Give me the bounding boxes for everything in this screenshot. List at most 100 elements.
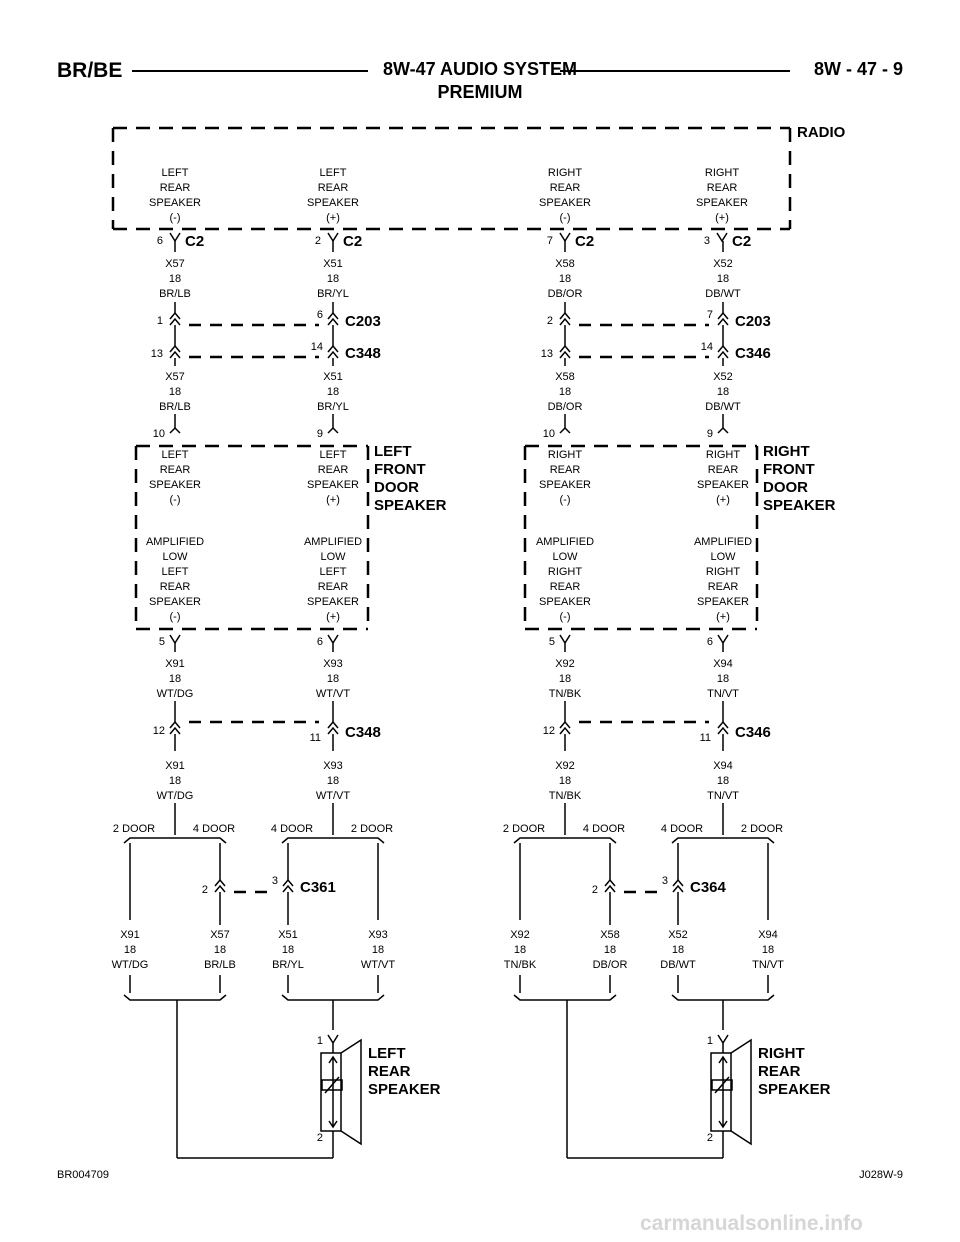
radio-pin-label: (-): [560, 212, 571, 224]
connector-name: C348: [345, 724, 381, 741]
door-pin-terminal: [559, 426, 571, 434]
left-wire-label: X91: [165, 658, 185, 670]
door-pin-label: SPEAKER: [307, 596, 359, 608]
left-wire-label: X93: [368, 929, 388, 941]
right-wire-label: TN/VT: [707, 790, 739, 802]
left-rear-speaker-body: [320, 1052, 342, 1132]
radio-connector-name: C2: [732, 233, 751, 250]
left-connector-c: [327, 720, 339, 729]
right-wire-label: 18: [559, 673, 571, 685]
left-wire-label: X93: [323, 760, 343, 772]
left-connector-c203: [327, 317, 339, 326]
header-title: 8W-47 AUDIO SYSTEM: [382, 59, 577, 79]
connector-name: C361: [300, 879, 336, 896]
left-rear-speaker-title: LEFT: [368, 1045, 406, 1062]
right-wire-label: TN/BK: [549, 790, 582, 802]
speaker-pin-terminal: [717, 1034, 729, 1045]
left-door-speaker-title: DOOR: [374, 479, 419, 496]
left-door-speaker-title: FRONT: [374, 461, 426, 478]
left-connector-c203: [169, 317, 181, 326]
right-wire-label: X52: [668, 929, 688, 941]
pin-number: 12: [153, 725, 165, 737]
left-door-speaker-title: LEFT: [374, 443, 412, 460]
door-pin-label: REAR: [160, 464, 191, 476]
door-pin-label: AMPLIFIED: [536, 536, 594, 548]
option-label: 4 DOOR: [193, 823, 235, 835]
header-subtitle: PREMIUM: [437, 82, 523, 102]
right-wire-label: X52: [713, 371, 733, 383]
left-wire-label: 18: [169, 273, 181, 285]
right-rear-speaker-arrow: [718, 1120, 728, 1129]
left-wire-label: 18: [327, 386, 339, 398]
door-pin-terminal: [327, 426, 339, 434]
right-wire-label: X94: [758, 929, 778, 941]
splice-bracket: [513, 994, 617, 1001]
right-wire-label: X92: [555, 658, 575, 670]
radio-pin-number: 2: [315, 235, 321, 247]
right-rear-speaker-body: [710, 1052, 732, 1132]
left-wire-label: 18: [327, 273, 339, 285]
door-pin-label: AMPLIFIED: [146, 536, 204, 548]
connector-name: C348: [345, 345, 381, 362]
right-wire-label: 18: [559, 775, 571, 787]
option-label: 4 DOOR: [271, 823, 313, 835]
right-door-speaker-title: FRONT: [763, 461, 815, 478]
header-page-number: 8W - 47 - 9: [813, 59, 903, 79]
right-connector-c203: [559, 311, 571, 320]
radio-pin-number: 3: [704, 235, 710, 247]
splice-bracket: [281, 837, 385, 844]
door-pin-terminal: [327, 634, 339, 645]
right-wire-label: 18: [604, 944, 616, 956]
right-wire-label: 18: [717, 775, 729, 787]
door-pin-label: SPEAKER: [697, 479, 749, 491]
right-connector-d: [604, 878, 616, 887]
connector-name: C346: [735, 345, 771, 362]
pin-number: 5: [549, 636, 555, 648]
pin-number: 3: [272, 875, 278, 887]
right-wire-label: X92: [510, 929, 530, 941]
right-door-speaker-title: RIGHT: [763, 443, 810, 460]
pin-number: 5: [159, 636, 165, 648]
radio-pin-number: 7: [547, 235, 553, 247]
radio-pin-label: REAR: [160, 182, 191, 194]
radio-pin-label: LEFT: [162, 167, 189, 179]
door-pin-label: LEFT: [162, 449, 189, 461]
sheet-code: J028W-9: [859, 1169, 903, 1181]
right-connector-b: [717, 344, 729, 353]
pin-number: 2: [707, 1132, 713, 1144]
radio-name: RADIO: [797, 124, 846, 141]
left-wire-label: X57: [210, 929, 230, 941]
left-wire-label: 18: [327, 775, 339, 787]
option-label: 4 DOOR: [661, 823, 703, 835]
right-wire-label: TN/VT: [707, 688, 739, 700]
left-wire-label: X93: [323, 658, 343, 670]
left-wire-label: BR/YL: [272, 959, 304, 971]
door-pin-label: LOW: [710, 551, 736, 563]
connector-name: C364: [690, 879, 727, 896]
right-door-speaker-title: DOOR: [763, 479, 808, 496]
connector-name: C203: [735, 313, 771, 330]
left-wire-label: 18: [124, 944, 136, 956]
left-rear-speaker-coil: [324, 1076, 340, 1094]
right-connector-d: [604, 884, 616, 893]
right-connector-c: [559, 720, 571, 729]
right-wire-label: X92: [555, 760, 575, 772]
right-wire-label: X58: [600, 929, 620, 941]
door-pin-label: RIGHT: [706, 566, 741, 578]
left-connector-d: [282, 884, 294, 893]
right-rear-speaker-cone: [730, 1038, 752, 1146]
header-rule-right: [560, 70, 790, 72]
right-wire-label: 18: [514, 944, 526, 956]
pin-number: 1: [707, 1035, 713, 1047]
door-pin-label: (+): [326, 494, 340, 506]
door-pin-label: LOW: [552, 551, 578, 563]
door-pin-label: REAR: [550, 581, 581, 593]
left-wire-label: 18: [169, 673, 181, 685]
right-front-door-speaker: [523, 444, 759, 631]
right-rear-speaker-arrow: [718, 1055, 728, 1064]
radio-pin-terminal: [327, 232, 339, 243]
door-pin-terminal: [717, 426, 729, 434]
pin-number: 1: [317, 1035, 323, 1047]
radio-pin-label: (-): [170, 212, 181, 224]
radio-connector-name: C2: [575, 233, 594, 250]
